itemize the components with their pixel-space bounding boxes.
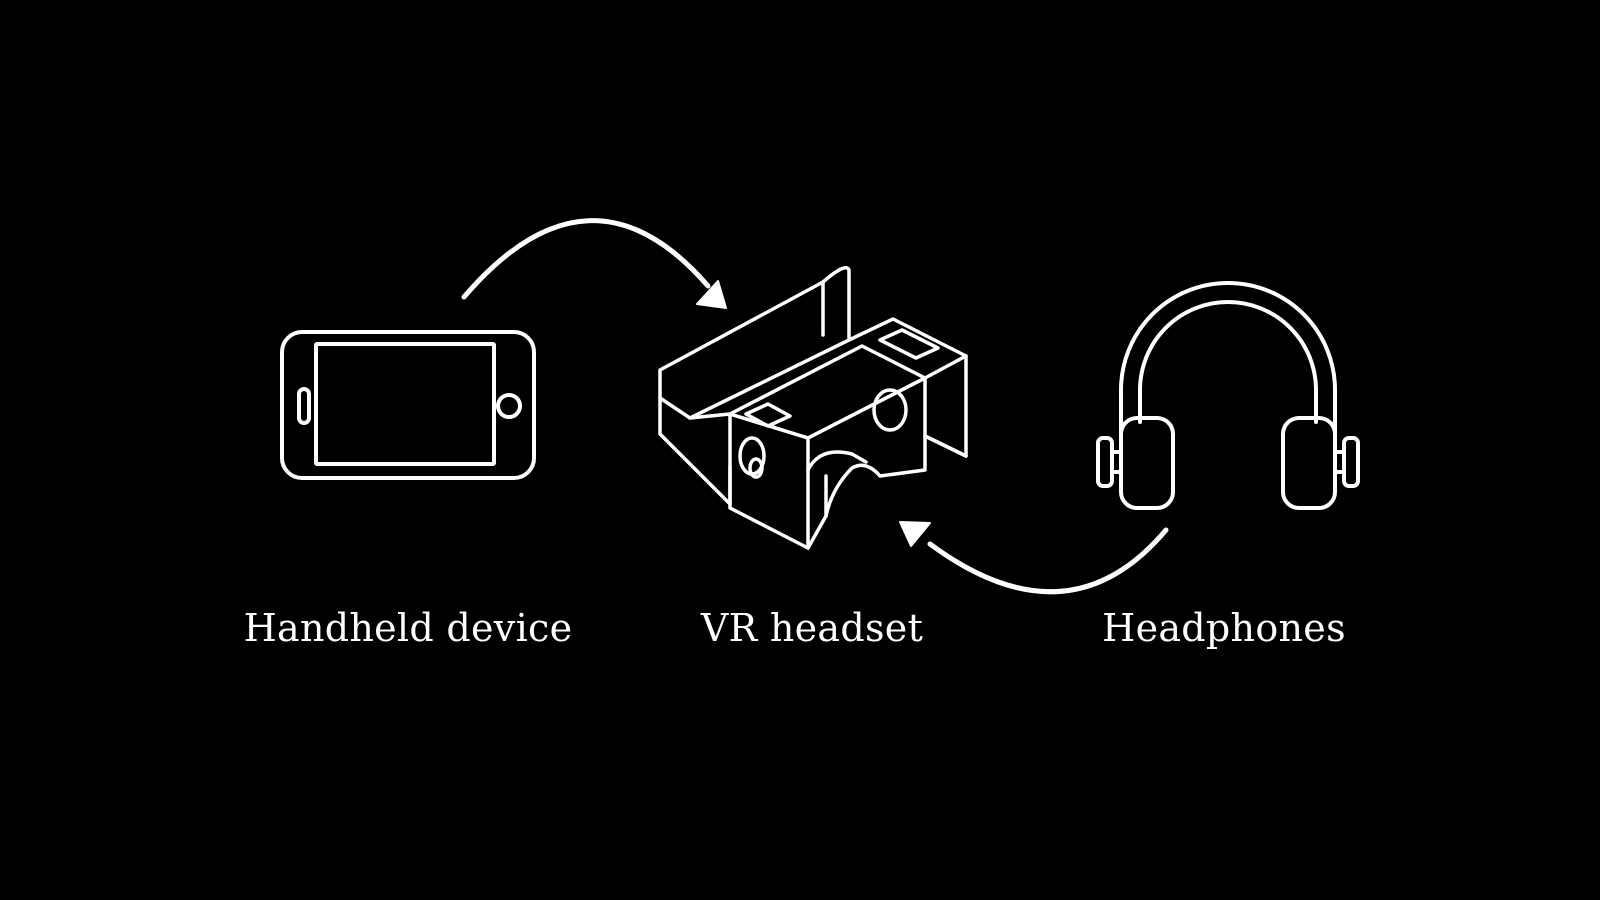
vr-headset-icon — [658, 266, 968, 550]
curved-arrow-icon — [461, 218, 727, 309]
headphones-label: Headphones — [1102, 606, 1346, 650]
curved-arrow-icon — [899, 521, 1169, 595]
headphones-icon — [1096, 281, 1360, 510]
vr-headset-label: VR headset — [700, 606, 924, 650]
smartphone-icon — [280, 330, 536, 480]
handheld-device-label: Handheld device — [243, 606, 573, 650]
